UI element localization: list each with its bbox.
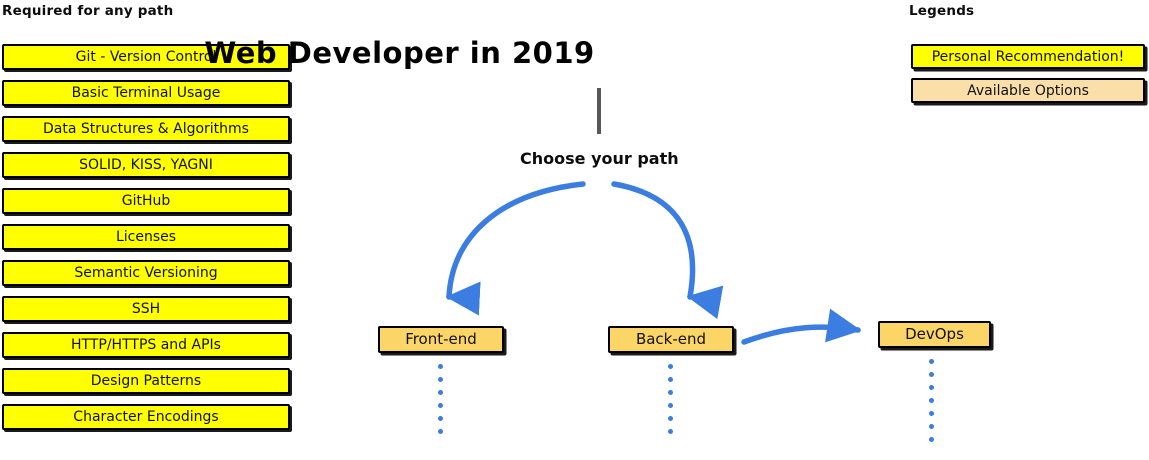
- trail-dot: [929, 398, 934, 403]
- path-node-label: Back-end: [635, 330, 707, 348]
- trail-dot: [929, 424, 934, 429]
- required-item-character-encodings[interactable]: Character Encodings: [2, 404, 290, 430]
- trail-dot: [668, 390, 673, 395]
- legend-item-label: Personal Recommendation!: [931, 48, 1125, 65]
- required-item-label: Licenses: [115, 229, 177, 245]
- trail-dot: [438, 416, 443, 421]
- trail-dot: [668, 364, 673, 369]
- page-title-text: Web Developer in 2019: [204, 36, 595, 70]
- trail-dot: [668, 403, 673, 408]
- required-item-label: GitHub: [121, 193, 171, 209]
- trail-dot: [438, 390, 443, 395]
- trail-dot: [929, 411, 934, 416]
- path-node-label: Front-end: [405, 330, 477, 348]
- trail-dot: [929, 437, 934, 442]
- page-title: Web Developer in 2019: [0, 36, 1149, 70]
- trail-dot: [668, 416, 673, 421]
- trail-dot: [438, 364, 443, 369]
- dotted-trail-devops: [929, 359, 934, 442]
- trail-dot: [668, 429, 673, 434]
- legends-list: Personal Recommendation! Available Optio…: [911, 44, 1145, 112]
- trail-dot: [929, 359, 934, 364]
- required-item-data-structures-algorithms[interactable]: Data Structures & Algorithms: [2, 116, 290, 142]
- trail-dot: [668, 377, 673, 382]
- arrow-to-frontend-icon: [445, 181, 586, 316]
- required-item-label: HTTP/HTTPS and APIs: [71, 337, 221, 353]
- trail-dot: [438, 403, 443, 408]
- required-item-ssh[interactable]: SSH: [2, 296, 290, 322]
- arrow-backend-to-devops-icon: [741, 308, 862, 345]
- required-item-github[interactable]: GitHub: [2, 188, 290, 214]
- required-item-licenses[interactable]: Licenses: [2, 224, 290, 250]
- trail-dot: [438, 429, 443, 434]
- trail-dot: [929, 372, 934, 377]
- path-node-devops[interactable]: DevOps: [878, 321, 991, 348]
- required-section-heading: Required for any path: [2, 3, 174, 19]
- choose-your-path-label: Choose your path: [520, 149, 679, 168]
- arrow-to-backend-icon: [611, 181, 724, 320]
- path-node-label: DevOps: [905, 325, 964, 343]
- required-item-label: SSH: [131, 301, 161, 317]
- trail-dot: [929, 385, 934, 390]
- path-node-back-end[interactable]: Back-end: [608, 326, 734, 353]
- required-item-http-https-apis[interactable]: HTTP/HTTPS and APIs: [2, 332, 290, 358]
- required-item-solid-kiss-yagni[interactable]: SOLID, KISS, YAGNI: [2, 152, 290, 178]
- required-items-list: Git - Version Control Basic Terminal Usa…: [2, 44, 290, 440]
- path-node-front-end[interactable]: Front-end: [378, 326, 504, 353]
- required-item-label: SOLID, KISS, YAGNI: [79, 157, 213, 173]
- required-item-label: Semantic Versioning: [74, 265, 218, 281]
- required-item-label: Character Encodings: [73, 409, 219, 425]
- trail-dot: [438, 377, 443, 382]
- vertical-line-icon: [597, 88, 601, 134]
- legend-item-label: Available Options: [967, 82, 1089, 99]
- legend-item-available-options: Available Options: [911, 78, 1145, 103]
- legend-item-personal-recommendation: Personal Recommendation!: [911, 44, 1145, 69]
- dotted-trail-front-end: [438, 364, 443, 434]
- required-item-label: Basic Terminal Usage: [71, 85, 221, 101]
- required-item-label: Git - Version Control: [75, 49, 217, 65]
- required-item-basic-terminal-usage[interactable]: Basic Terminal Usage: [2, 80, 290, 106]
- legends-section-heading: Legends: [909, 3, 975, 19]
- required-item-git-version-control[interactable]: Git - Version Control: [2, 44, 290, 70]
- required-item-design-patterns[interactable]: Design Patterns: [2, 368, 290, 394]
- required-item-semantic-versioning[interactable]: Semantic Versioning: [2, 260, 290, 286]
- dotted-trail-back-end: [668, 364, 673, 434]
- required-item-label: Design Patterns: [90, 373, 202, 389]
- required-item-label: Data Structures & Algorithms: [43, 121, 249, 137]
